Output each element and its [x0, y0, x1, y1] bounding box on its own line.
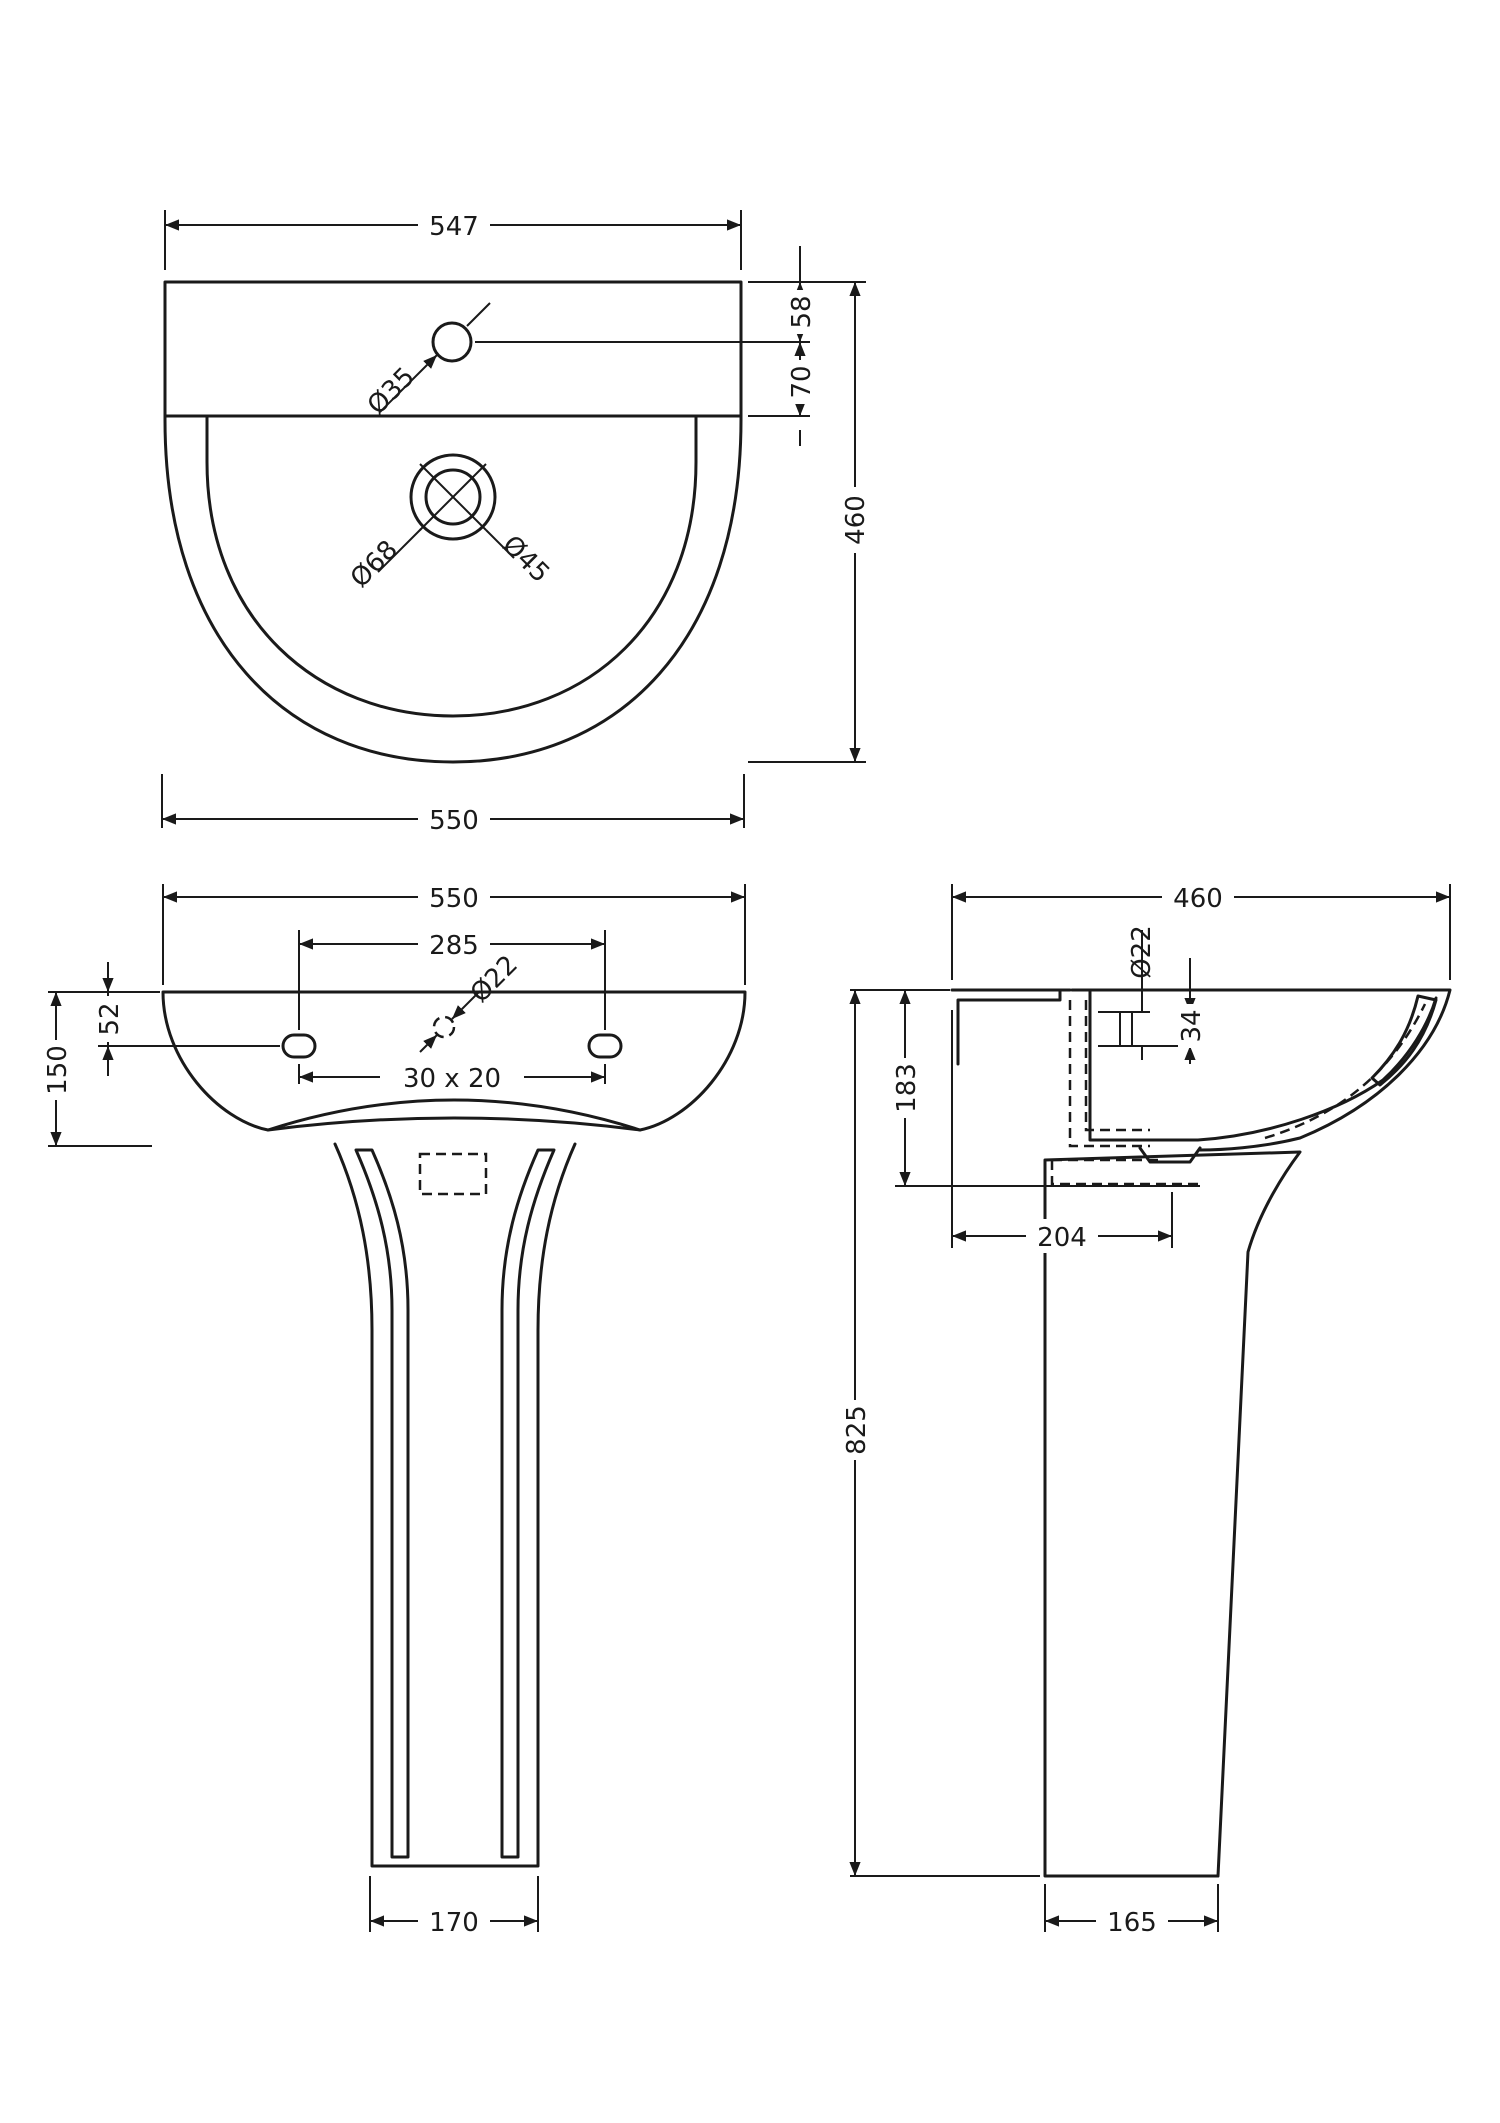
- waste-cross-line: [419, 463, 487, 531]
- waste-outer-ring: [409, 453, 497, 541]
- plan-bowl-inner: [205, 414, 698, 718]
- deck-depth-label: 70: [787, 365, 817, 398]
- trap-projection-label: 204: [1037, 1223, 1087, 1253]
- front-basin-underside: [266, 1098, 642, 1132]
- front-view: [161, 990, 747, 1868]
- side-basin-depth-label: 460: [1173, 884, 1223, 914]
- plan-depth-label: 460: [841, 495, 871, 545]
- front-dimensions: 550 285 30 x 20 Ø22 52 150 170: [43, 880, 746, 1938]
- side-view: [950, 988, 1452, 1878]
- fixing-centres-label: 285: [429, 931, 479, 961]
- pedestal-groove-right: [500, 1148, 556, 1859]
- waste-inner-ring: [424, 468, 482, 526]
- side-dimensions: 460 Ø22 34 183 825 204 165: [842, 880, 1451, 1938]
- side-basin-bowl: [1088, 988, 1438, 1142]
- waste-outer-diameter-label: Ø68: [345, 535, 404, 594]
- pedestal-depth-label: 165: [1107, 1908, 1157, 1938]
- waste-offset-label: 34: [1177, 1009, 1207, 1042]
- side-basin-top: [1070, 988, 1452, 1152]
- pedestal-waste-opening: [418, 1152, 488, 1196]
- fixing-hole-drop-label: 52: [95, 1002, 125, 1035]
- plan-dimensions: 547 550 460 58 70 Ø35 Ø68 Ø45: [161, 208, 872, 836]
- tap-hole-offset-label: 58: [787, 295, 817, 328]
- trap-pipe-dashed: [1068, 1000, 1150, 1148]
- front-basin-outline: [161, 990, 747, 1132]
- waste-inner-diameter-label: Ø45: [496, 530, 555, 589]
- plan-basin-outline: [163, 280, 743, 764]
- wall-bracket: [956, 988, 1062, 1066]
- basin-height-label: 150: [43, 1045, 73, 1095]
- fixing-hole-left: [281, 1033, 317, 1059]
- trap-waste-dashed: [1050, 1158, 1200, 1186]
- pedestal-groove-left: [354, 1148, 410, 1859]
- tap-hole-diameter-label: Ø35: [362, 362, 421, 421]
- plan-view: [163, 280, 743, 764]
- side-bowl-rim-dashed: [1264, 1003, 1427, 1140]
- tap-hole: [431, 321, 473, 363]
- plan-bottom-width-label: 550: [429, 806, 479, 836]
- fixing-hole-size-label: 30 x 20: [403, 1064, 501, 1094]
- overall-height-label: 825: [842, 1405, 872, 1455]
- side-waste-diameter-label: Ø22: [1127, 925, 1157, 979]
- tap-hole-front: [432, 1015, 456, 1039]
- trap-height-label: 183: [892, 1063, 922, 1113]
- side-pedestal-outline: [1043, 1150, 1302, 1878]
- front-basin-width-label: 550: [429, 884, 479, 914]
- plan-top-width-label: 547: [429, 212, 479, 242]
- pedestal-width-label: 170: [429, 1908, 479, 1938]
- pedestal-outline: [333, 1142, 577, 1868]
- fixing-hole-right: [587, 1033, 623, 1059]
- side-bowl-rim-detail: [1370, 994, 1438, 1087]
